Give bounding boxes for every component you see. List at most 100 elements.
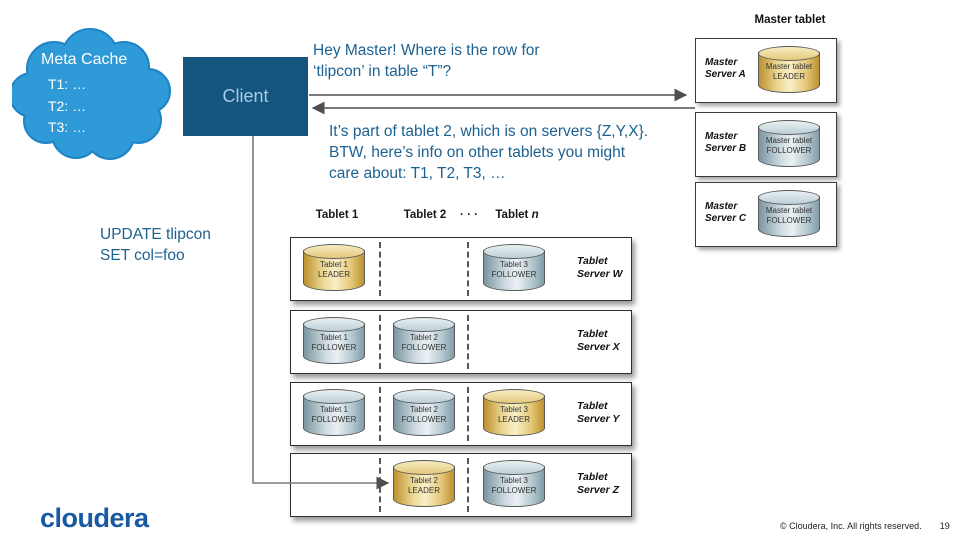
cloud-fill — [12, 30, 169, 158]
request-line: Hey Master! Where is the row for — [313, 42, 540, 59]
response-line: It’s part of tablet 2, which is on serve… — [329, 123, 649, 140]
header-prefix: Tablet — [495, 209, 532, 221]
column-header-tablet1: Tablet 1 — [315, 209, 359, 221]
cylinder-top — [303, 389, 365, 404]
cylinder-top — [483, 389, 545, 404]
response-line: care about: T1, T2, T3, … — [329, 165, 506, 182]
meta-cache-entry: T3: … — [48, 119, 87, 135]
tablet-name: Tablet 3 — [499, 260, 529, 269]
cylinder-label: Tablet 3 FOLLOWER — [483, 476, 545, 495]
request-line: ‘tlipcon’ in table “T”? — [313, 63, 452, 80]
cylinder-label: Tablet 3 FOLLOWER — [483, 260, 545, 279]
cylinder-label: Tablet 1 LEADER — [303, 260, 365, 279]
tablet-server-label: Tablet Server W — [577, 255, 623, 281]
tablet-role: LEADER — [772, 71, 805, 81]
tablet-name: Master tablet — [765, 206, 813, 215]
tablet-server-y-row: Tablet 1 FOLLOWER Tablet 2 FOLLOWER Tabl… — [290, 382, 632, 446]
tablet-cylinder: Tablet 2 LEADER — [393, 460, 455, 508]
client-box: Client — [183, 57, 308, 136]
tablet-server-label: Tablet Server X — [577, 328, 620, 354]
cylinder-top — [303, 244, 365, 259]
tablet-role: FOLLOWER — [491, 269, 537, 279]
cylinder-top — [393, 389, 455, 404]
column-header-ellipsis: · · · — [460, 209, 478, 221]
tablet-name: Tablet 2 — [409, 333, 439, 342]
cylinder-top — [393, 317, 455, 332]
master-server-label: Master Server B — [705, 131, 746, 155]
tablet-cylinder: Tablet 2 FOLLOWER — [393, 317, 455, 365]
tablet-server-x-row: Tablet 1 FOLLOWER Tablet 2 FOLLOWER Tabl… — [290, 310, 632, 374]
tablet-cylinder: Tablet 3 FOLLOWER — [483, 460, 545, 508]
tablet-name: Master tablet — [765, 136, 813, 145]
tablet-role: FOLLOWER — [491, 485, 537, 495]
meta-cache-entry: T2: … — [48, 98, 87, 114]
cylinder-top — [483, 460, 545, 475]
tablet-server-w-row: Tablet 1 LEADER Tablet 3 FOLLOWER Tablet… — [290, 237, 632, 301]
request-text: Hey Master! Where is the row for ‘tlipco… — [313, 40, 540, 82]
server-label-line: Server Y — [577, 413, 620, 425]
server-label-line: Tablet — [577, 471, 608, 483]
server-name-line: Master — [705, 131, 738, 142]
tablet-name: Tablet 3 — [499, 405, 529, 414]
tablet-cylinder: Tablet 1 FOLLOWER — [303, 389, 365, 437]
server-label-line: Tablet — [577, 328, 608, 340]
update-statement-text: UPDATE tlipcon SET col=foo — [100, 224, 211, 266]
tablet-cylinder: Tablet 2 FOLLOWER — [393, 389, 455, 437]
response-text: It’s part of tablet 2, which is on serve… — [329, 121, 648, 184]
server-label-line: Tablet — [577, 400, 608, 412]
tablet-role: LEADER — [407, 485, 440, 495]
tablet-role: FOLLOWER — [766, 145, 812, 155]
cylinder-label: Tablet 3 LEADER — [483, 405, 545, 424]
cylinder-label: Tablet 1 FOLLOWER — [303, 405, 365, 424]
cylinder-label: Tablet 2 LEADER — [393, 476, 455, 495]
server-name-line: Master — [705, 57, 738, 68]
cylinder-top — [393, 460, 455, 475]
tablet-role: FOLLOWER — [311, 342, 357, 352]
server-label-line: Tablet — [577, 255, 608, 267]
response-line: BTW, here’s info on other tablets you mi… — [329, 144, 626, 161]
meta-cache-entry: T1: … — [48, 76, 87, 92]
master-server-a-box: Master Server A Master tablet LEADER — [695, 38, 837, 103]
header-n: n — [531, 209, 539, 221]
tablet-role: LEADER — [317, 269, 350, 279]
tablet-name: Tablet 1 — [319, 333, 349, 342]
tablet-name: Master tablet — [765, 62, 813, 71]
cylinder-label: Tablet 2 FOLLOWER — [393, 333, 455, 352]
server-label-line: Server W — [577, 268, 623, 280]
cylinder-top — [758, 46, 820, 61]
tablet-role: FOLLOWER — [311, 414, 357, 424]
master-tablet-cylinder: Master tablet FOLLOWER — [758, 190, 820, 238]
server-name-line: Server A — [705, 69, 746, 80]
cylinder-label: Master tablet LEADER — [758, 62, 820, 81]
master-server-c-box: Master Server C Master tablet FOLLOWER — [695, 182, 837, 247]
server-label-line: Server Z — [577, 484, 620, 496]
server-name-line: Server C — [705, 213, 747, 224]
cylinder-label: Master tablet FOLLOWER — [758, 206, 820, 225]
column-divider — [379, 458, 381, 512]
column-divider — [467, 458, 469, 512]
update-line: UPDATE tlipcon — [100, 226, 211, 243]
column-header-tabletn: Tablet n — [482, 209, 552, 221]
column-divider — [379, 387, 381, 441]
meta-cache-title: Meta Cache — [41, 51, 128, 68]
update-line: SET col=foo — [100, 247, 185, 264]
tablet-cylinder: Tablet 1 FOLLOWER — [303, 317, 365, 365]
cloudera-logo: cloudera — [40, 503, 149, 533]
tablet-name: Tablet 2 — [409, 405, 439, 414]
footer: © Cloudera, Inc. All rights reserved. 19 — [780, 521, 950, 531]
tablet-role: FOLLOWER — [401, 342, 447, 352]
cylinder-label: Master tablet FOLLOWER — [758, 136, 820, 155]
copyright-text: © Cloudera, Inc. All rights reserved. — [780, 521, 922, 531]
column-divider — [379, 315, 381, 369]
tablet-name: Tablet 3 — [499, 476, 529, 485]
tablet-cylinder: Tablet 3 FOLLOWER — [483, 244, 545, 292]
tablet-cylinder: Tablet 1 LEADER — [303, 244, 365, 292]
cylinder-label: Tablet 2 FOLLOWER — [393, 405, 455, 424]
tablet-role: FOLLOWER — [766, 215, 812, 225]
cylinder-label: Tablet 1 FOLLOWER — [303, 333, 365, 352]
master-server-label: Master Server C — [705, 201, 746, 225]
tablet-name: Tablet 2 — [409, 476, 439, 485]
master-server-b-box: Master Server B Master tablet FOLLOWER — [695, 112, 837, 177]
tablet-role: FOLLOWER — [401, 414, 447, 424]
